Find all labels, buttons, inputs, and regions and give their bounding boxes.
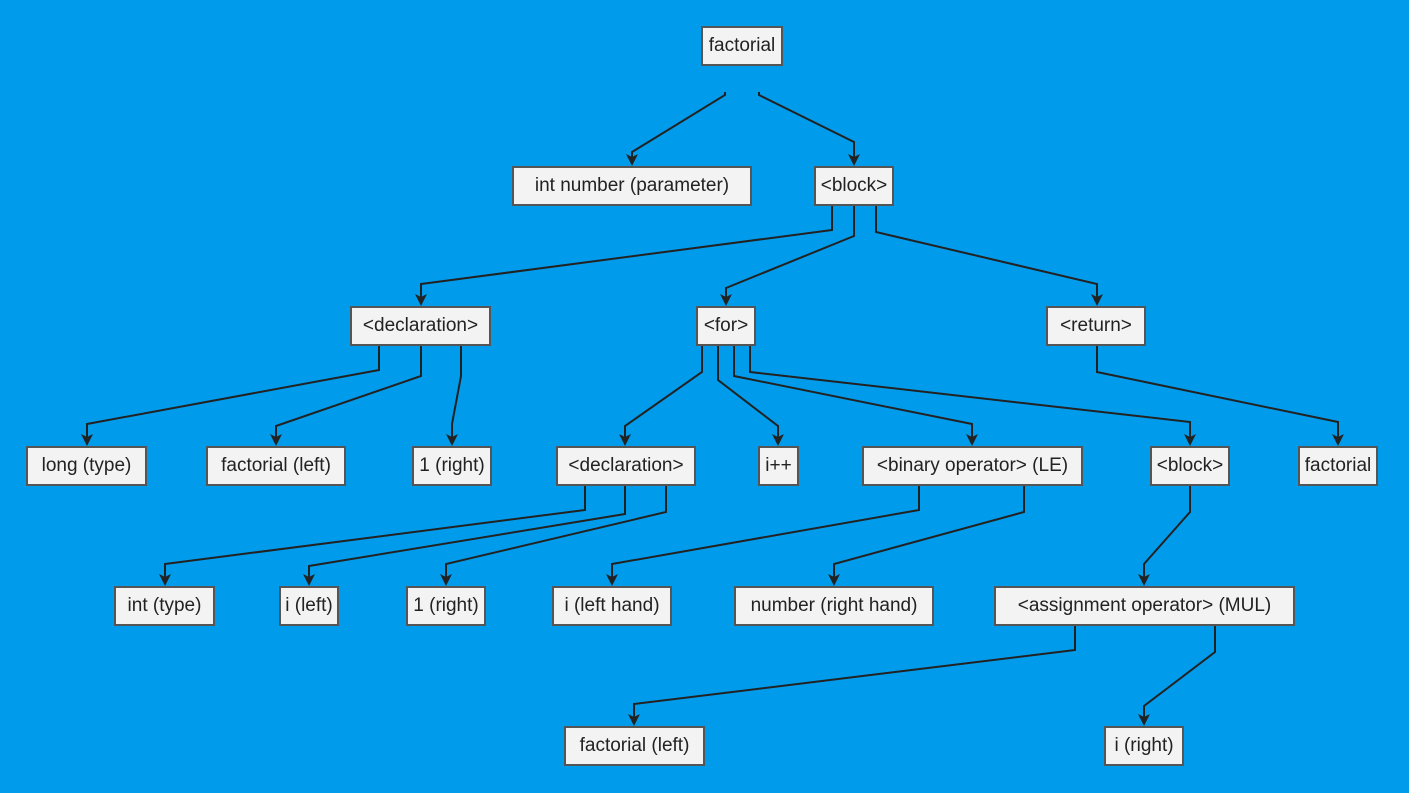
node-parameter: int number (parameter) (512, 166, 752, 206)
edge-for-to-block (749, 346, 1196, 446)
edge-binop-to-number-right-hand (828, 486, 1025, 586)
edge-declaration2-to-one-right (440, 486, 667, 586)
node-return: <return> (1046, 306, 1146, 346)
edge-block2-to-assignment (1138, 486, 1191, 586)
edge-block-to-return (875, 206, 1103, 306)
node-i-right: i (right) (1104, 726, 1184, 766)
edge-for-to-binary-operator (733, 346, 978, 446)
node-block: <block> (814, 166, 894, 206)
node-i-left-hand: i (left hand) (552, 586, 672, 626)
node-block-2: <block> (1150, 446, 1230, 486)
node-long-type: long (type) (26, 446, 147, 486)
node-number-right-hand: number (right hand) (734, 586, 934, 626)
node-int-type: int (type) (114, 586, 215, 626)
node-assignment-operator: <assignment operator> (MUL) (994, 586, 1295, 626)
edge-declaration-to-long-type (81, 346, 380, 446)
edge-declaration-to-one-right (446, 346, 462, 446)
node-factorial-left: factorial (left) (206, 446, 346, 486)
edge-block-to-for (720, 206, 855, 306)
edge-declaration2-to-int-type (159, 486, 586, 586)
edge-declaration-to-factorial-left (270, 346, 422, 446)
edge-assignment-to-factorial-left (628, 626, 1076, 726)
node-factorial-left-2: factorial (left) (564, 726, 705, 766)
edge-factorial-to-block (758, 92, 860, 166)
edge-binop-to-i-left-hand (606, 486, 920, 586)
node-for: <for> (696, 306, 756, 346)
node-factorial-root: factorial (701, 26, 783, 66)
edge-for-to-increment (717, 346, 784, 446)
node-increment: i++ (758, 446, 799, 486)
node-declaration: <declaration> (350, 306, 491, 346)
node-factorial-return: factorial (1298, 446, 1378, 486)
node-one-right-2: 1 (right) (406, 586, 486, 626)
node-one-right: 1 (right) (412, 446, 492, 486)
edge-assignment-to-i-right (1138, 626, 1216, 726)
edge-declaration2-to-i-left (303, 486, 626, 586)
edge-block-to-declaration (415, 206, 833, 306)
edge-return-to-factorial (1096, 346, 1344, 446)
node-binary-operator: <binary operator> (LE) (862, 446, 1083, 486)
node-i-left: i (left) (279, 586, 339, 626)
edge-factorial-to-param (626, 92, 726, 166)
edge-for-to-declaration (619, 346, 703, 446)
node-declaration-2: <declaration> (556, 446, 696, 486)
